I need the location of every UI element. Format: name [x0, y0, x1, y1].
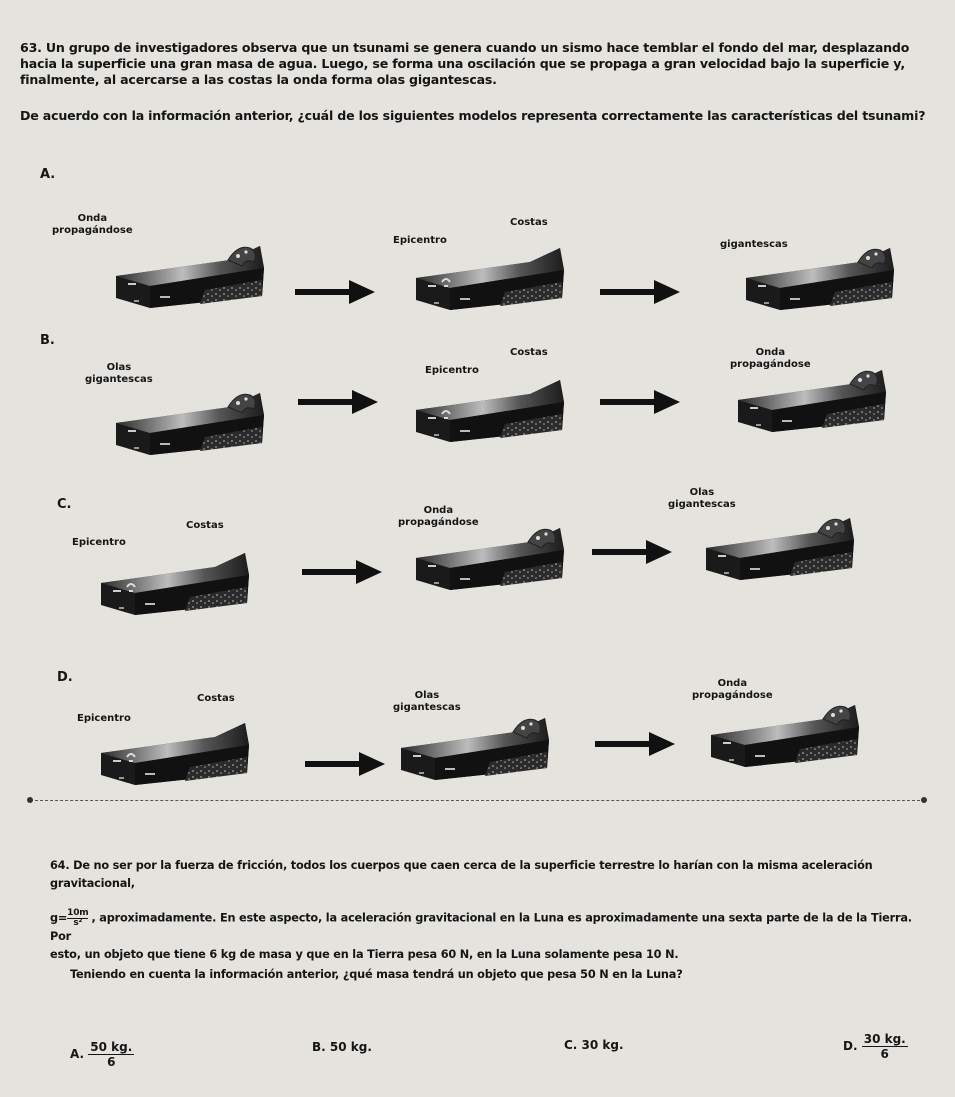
- option-letter: A.: [40, 167, 56, 182]
- diagram-label: Epicentro: [77, 713, 131, 724]
- arrow-right-icon: [592, 540, 672, 564]
- answer-d[interactable]: D. 30 kg.6: [843, 1032, 908, 1061]
- diagram-label: Epicentro: [72, 537, 126, 548]
- tsunami-block-giant-waves: [395, 710, 555, 785]
- diagram-label: Epicentro: [425, 365, 479, 376]
- answer-letter: A.: [70, 1047, 85, 1061]
- tsunami-block-wave-propagating: [705, 697, 865, 772]
- arrow-right-icon: [295, 280, 375, 304]
- tsunami-block-wave-propagating: [110, 238, 270, 313]
- divider-dot: [921, 797, 927, 803]
- answer-letter: D.: [843, 1039, 858, 1053]
- tsunami-block-epicenter: [95, 715, 255, 790]
- question-63-text: 63. Un grupo de investigadores observa q…: [20, 40, 910, 87]
- tsunami-block-giant-waves: [110, 385, 270, 460]
- diagram-label: gigantescas: [720, 239, 788, 250]
- question-64-line2: , aproximadamente. En este aspecto, la a…: [50, 911, 912, 944]
- diagram-label: Costas: [186, 520, 224, 531]
- diagram-label: Costas: [510, 347, 548, 358]
- tsunami-block-epicenter: [95, 545, 255, 620]
- answer-c[interactable]: C. 30 kg.: [564, 1038, 624, 1052]
- option-letter: D.: [57, 670, 73, 685]
- arrow-right-icon: [600, 280, 680, 304]
- tsunami-block-epicenter: [410, 372, 570, 447]
- question-63-prompt: De acuerdo con la información anterior, …: [20, 108, 926, 123]
- tsunami-block-epicenter: [410, 240, 570, 315]
- gravity-symbol: g=: [50, 911, 68, 925]
- question-64-line3: esto, un objeto que tiene 6 kg de masa y…: [50, 948, 679, 961]
- arrow-right-icon: [298, 390, 378, 414]
- answer-fraction: 50 kg.6: [88, 1040, 135, 1069]
- option-letter: B.: [40, 333, 55, 348]
- question-64-intro: 64. De no ser por la fuerza de fricción,…: [50, 859, 873, 890]
- option-letter: C.: [57, 497, 72, 512]
- arrow-right-icon: [600, 390, 680, 414]
- section-divider: [30, 800, 925, 801]
- diagram-label: Costas: [510, 217, 548, 228]
- answer-a[interactable]: A. 50 kg.6: [70, 1040, 135, 1069]
- tsunami-block-wave-propagating: [732, 362, 892, 437]
- tsunami-block-giant-waves: [740, 240, 900, 315]
- answer-fraction: 30 kg.6: [861, 1032, 908, 1061]
- divider-dot: [27, 797, 33, 803]
- tsunami-block-wave-propagating: [410, 520, 570, 595]
- tsunami-block-giant-waves: [700, 510, 860, 585]
- arrow-right-icon: [595, 732, 675, 756]
- arrow-right-icon: [302, 560, 382, 584]
- question-64-text: 64. De no ser por la fuerza de fricción,…: [50, 857, 920, 964]
- answer-b[interactable]: B. 50 kg.: [312, 1040, 372, 1054]
- arrow-right-icon: [305, 752, 385, 776]
- question-64-prompt: Teniendo en cuenta la información anteri…: [70, 968, 683, 981]
- diagram-label: Costas: [197, 693, 235, 704]
- diagram-label: Epicentro: [393, 235, 447, 246]
